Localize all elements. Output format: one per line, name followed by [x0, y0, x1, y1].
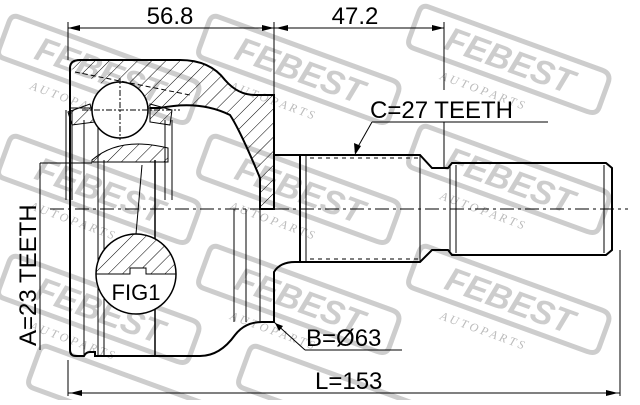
spline-a-label: A=23 TEETH — [15, 204, 42, 346]
watermark-brand: FEBEST — [440, 260, 582, 343]
watermark-brand: FEBEST — [440, 140, 582, 223]
dimension-total-length: L=153 — [67, 250, 621, 396]
dimension-47-2: 47.2 — [274, 3, 445, 168]
spline-c-label: C=27 TEETH — [370, 97, 513, 124]
outer-housing — [40, 59, 300, 357]
dim-shaft-length: 47.2 — [332, 3, 379, 30]
callout-b-diameter: B=Ø63 — [273, 321, 402, 352]
callout-c-teeth: C=27 TEETH — [354, 97, 548, 155]
fig1-detail: FIG1 — [95, 164, 177, 315]
dimension-56-8: 56.8 — [67, 3, 275, 95]
fig1-label: FIG1 — [112, 280, 161, 305]
dim-body-length: 56.8 — [147, 3, 194, 30]
total-length-label: L=153 — [315, 368, 382, 395]
callout-a-teeth: A=23 TEETH — [15, 163, 42, 350]
stub-shaft — [299, 154, 613, 263]
watermark-brand: FEBEST — [440, 20, 582, 103]
watermark-brand: FEBEST — [230, 150, 372, 233]
diameter-b-label: B=Ø63 — [306, 325, 381, 352]
